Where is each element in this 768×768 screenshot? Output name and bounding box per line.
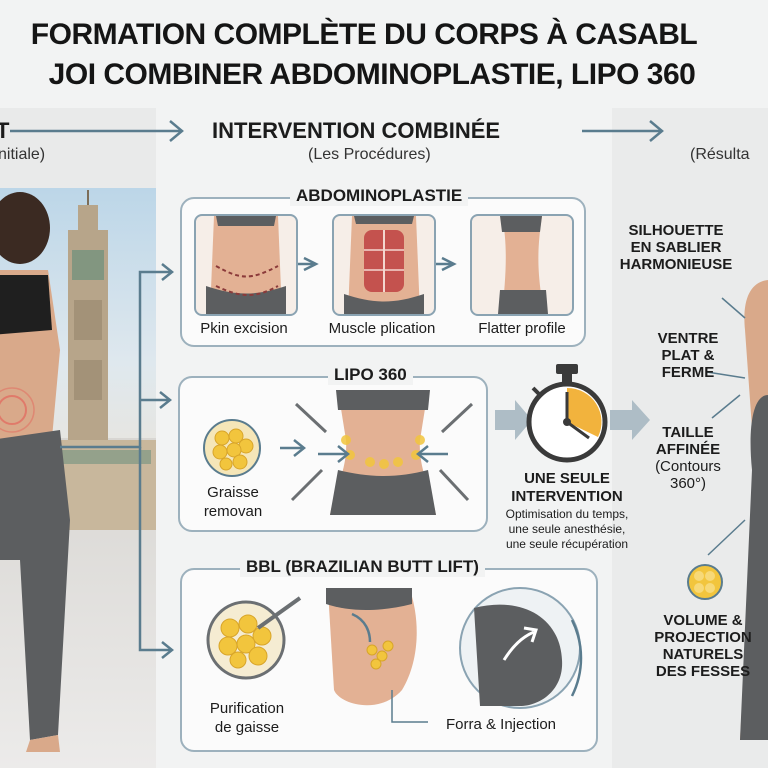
before-subheading: nitiale) xyxy=(0,146,46,163)
lipo-360-title: LIPO 360 xyxy=(328,365,413,385)
buttock-injection-figure xyxy=(326,588,428,723)
after-panel xyxy=(612,108,768,768)
abdo-step-2-label: Muscle plication xyxy=(328,320,436,337)
abdo-step-3-label: Flatter profile xyxy=(478,320,566,337)
buttock-result-icon xyxy=(459,587,583,709)
bbl-title: BBL (BRAZILIAN BUTT LIFT) xyxy=(240,557,485,577)
mosque-tower-icon xyxy=(20,190,156,530)
purification-label-line1: Purification xyxy=(209,700,285,717)
single-intervention-line1: UNE SEULE xyxy=(524,470,610,487)
before-figure xyxy=(0,192,70,752)
fat-purification-icon xyxy=(206,596,302,680)
stopwatch-icon xyxy=(526,364,608,463)
abdo-step-1-label: Pkin excision xyxy=(200,320,288,337)
single-intervention-line2: INTERVENTION xyxy=(511,488,623,505)
fat-label-line1: Graisse xyxy=(207,484,259,501)
cannula-icons xyxy=(290,402,474,502)
purification-label-line2: de gaisse xyxy=(214,719,280,736)
injection-label: Forra & Injection xyxy=(445,716,557,733)
fat-label-line2: removan xyxy=(203,503,263,520)
abdominoplastie-title: ABDOMINOPLASTIE xyxy=(290,186,469,206)
fat-globule-icon xyxy=(687,564,723,600)
muscle-plication-card xyxy=(332,214,436,316)
after-subheading: (Résulta xyxy=(690,146,750,163)
after-figure xyxy=(740,280,768,740)
main-title-line2: JOI COMBINER ABDOMINOPLASTIE, LIPO 360 xyxy=(48,58,696,91)
middle-heading: INTERVENTION COMBINÉE xyxy=(212,118,501,143)
middle-subheading: (Les Procédures) xyxy=(308,146,431,163)
lipo-torso xyxy=(330,390,436,515)
main-title-line1: FORMATION COMPLÈTE DU CORPS À CASABL xyxy=(30,18,698,51)
skin-excision-card xyxy=(194,214,298,316)
before-heading: T xyxy=(0,118,10,143)
fat-cells-icon xyxy=(203,419,261,477)
single-intervention-sub1: Optimisation du temps, xyxy=(505,507,629,521)
single-intervention-sub3: une seule récupération xyxy=(505,537,629,551)
flatter-profile-card xyxy=(470,214,574,316)
single-intervention-sub2: une seule anesthésie, xyxy=(508,522,626,536)
